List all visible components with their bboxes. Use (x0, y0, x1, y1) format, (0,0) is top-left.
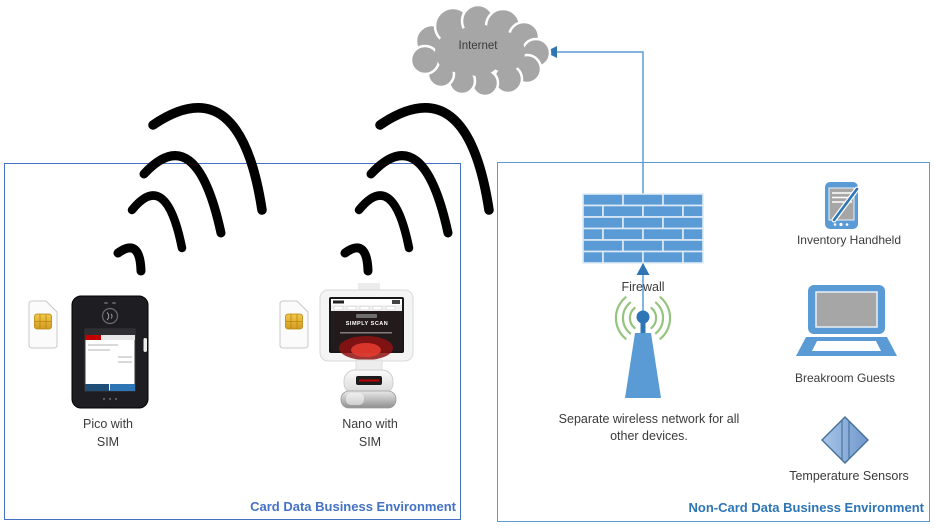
noncard-environment-label: Non-Card Data Business Environment (688, 500, 925, 515)
nano-label-line1: Nano with (342, 417, 398, 431)
card-environment-label: Card Data Business Environment (250, 499, 456, 514)
wireless-caption-line2: other devices. (610, 429, 688, 443)
noncard-environment-box (497, 162, 930, 522)
inventory-handheld-label: Inventory Handheld (796, 233, 902, 247)
arrowhead-to-internet-icon (545, 46, 557, 58)
nano-label-line2: SIM (358, 435, 382, 449)
breakroom-guests-label: Breakroom Guests (794, 371, 896, 385)
wireless-caption-line1: Separate wireless network for all (558, 412, 740, 426)
card-environment-box (4, 163, 461, 520)
temperature-sensors-label: Temperature Sensors (789, 469, 909, 483)
firewall-label: Firewall (621, 280, 665, 294)
pico-label-line2: SIM (96, 435, 120, 449)
pico-label-line1: Pico with (82, 417, 134, 431)
internet-label: Internet (458, 40, 498, 52)
nano-screen-headline: SIMPLY SCAN (345, 321, 389, 327)
